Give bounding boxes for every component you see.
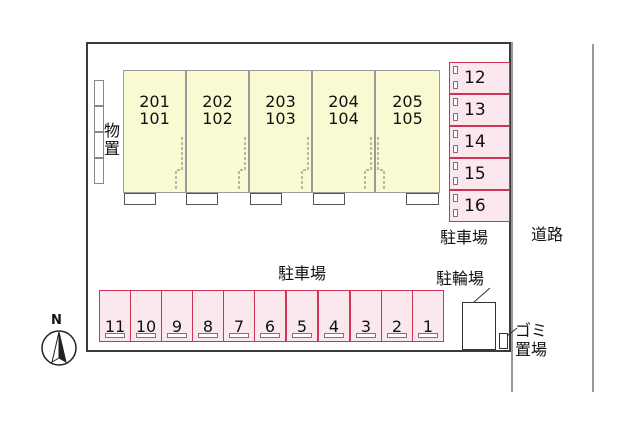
parking-space-6[interactable]: 6	[254, 290, 286, 342]
north-arrow-icon	[41, 330, 77, 366]
unit-upper-number: 203	[265, 92, 296, 111]
parking-label-right: 駐車場	[440, 228, 489, 247]
parking-space-9[interactable]: 9	[161, 290, 193, 342]
parking-space-11[interactable]: 11	[99, 290, 131, 342]
parking-space-number: 15	[464, 164, 486, 184]
garbage-label-line2: 置場	[515, 340, 548, 359]
storage-block	[94, 80, 104, 106]
parking-space-number: 5	[296, 317, 308, 336]
balcony	[313, 193, 345, 205]
storage-block	[94, 158, 104, 184]
unit-upper-number: 204	[328, 92, 359, 111]
parking-space-16[interactable]: 16	[449, 190, 510, 222]
parking-space-3[interactable]: 3	[350, 290, 382, 342]
parking-space-5[interactable]: 5	[286, 290, 318, 342]
storage-block	[94, 106, 104, 132]
bicycle-parking-label: 駐輪場	[436, 269, 485, 288]
parking-space-number: 6	[264, 317, 276, 336]
parking-space-number: 11	[104, 317, 126, 336]
storage-label: 物置	[103, 121, 120, 158]
bicycle-leader-line	[473, 287, 491, 303]
garbage-label-line1: ゴミ	[515, 321, 548, 340]
parking-space-number: 3	[360, 317, 372, 336]
garbage-area[interactable]	[499, 333, 508, 349]
parking-space-2[interactable]: 2	[381, 290, 413, 342]
north-label: N	[51, 313, 62, 328]
unit-upper-number: 201	[139, 92, 170, 111]
unit-upper-number: 205	[392, 92, 423, 111]
parking-space-number: 16	[464, 196, 486, 216]
parking-space-number: 13	[464, 100, 486, 120]
parking-space-number: 7	[233, 317, 245, 336]
parking-space-number: 12	[464, 68, 486, 88]
parking-label-main: 駐車場	[278, 264, 327, 283]
parking-space-7[interactable]: 7	[223, 290, 255, 342]
parking-space-number: 9	[171, 317, 183, 336]
balcony	[124, 193, 156, 205]
parking-space-4[interactable]: 4	[318, 290, 350, 342]
parking-space-number: 4	[328, 317, 340, 336]
parking-space-8[interactable]: 8	[192, 290, 224, 342]
parking-space-number: 2	[391, 317, 403, 336]
parking-space-number: 1	[422, 317, 434, 336]
bicycle-parking-area[interactable]	[462, 302, 496, 350]
unit-lower-number: 103	[265, 109, 296, 128]
parking-space-number: 14	[464, 132, 486, 152]
unit-lower-number: 101	[139, 109, 170, 128]
unit-upper-number: 202	[202, 92, 233, 111]
parking-space-1[interactable]: 1	[412, 290, 444, 342]
balcony	[406, 193, 439, 205]
parking-space-number: 8	[202, 317, 214, 336]
balcony	[250, 193, 282, 205]
road-label: 道路	[531, 225, 564, 244]
parking-space-14[interactable]: 14	[449, 126, 510, 158]
storage-block	[94, 132, 104, 158]
parking-space-13[interactable]: 13	[449, 94, 510, 126]
unit-lower-number: 102	[202, 109, 233, 128]
unit-lower-number: 104	[328, 109, 359, 128]
parking-space-number: 10	[135, 317, 157, 336]
unit-lower-number: 105	[392, 109, 423, 128]
parking-space-12[interactable]: 12	[449, 62, 510, 94]
parking-space-10[interactable]: 10	[130, 290, 162, 342]
parking-space-15[interactable]: 15	[449, 158, 510, 190]
balcony	[186, 193, 218, 205]
